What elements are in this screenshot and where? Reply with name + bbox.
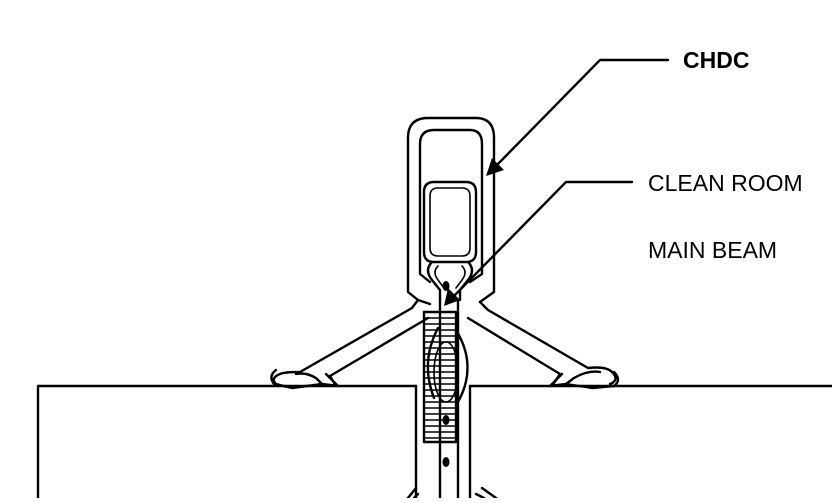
- seal-bulge-right: [454, 328, 469, 404]
- chdc-clip: [406, 116, 496, 304]
- leader-line-clean-room: [450, 180, 634, 300]
- leader-clean-room: [444, 180, 634, 306]
- right-leg-outline: [466, 300, 617, 388]
- left-leg-foot: [270, 368, 324, 390]
- chdc-left-leg: [270, 298, 432, 390]
- arrowhead-chdc: [486, 158, 504, 176]
- chdc-right-leg: [466, 300, 620, 390]
- beam-rivet: [442, 281, 450, 291]
- gasket-body: [422, 310, 458, 444]
- lower-arm-left: [406, 486, 418, 500]
- beam-bulb: [426, 260, 474, 302]
- chdc-inner-loop: [418, 128, 484, 284]
- lower-arm-right-inner: [474, 492, 486, 500]
- ceiling-panels: [36, 384, 832, 500]
- right-leg-foot: [564, 370, 620, 390]
- arrowhead-clean-room: [444, 288, 460, 306]
- lower-arm-left-inner: [412, 492, 420, 500]
- gasket-section: [422, 310, 469, 444]
- right-leg-tab: [548, 372, 568, 388]
- chdc-outer-loop: [406, 116, 496, 304]
- beam-bulb-inner: [434, 265, 466, 289]
- leader-line-chdc: [494, 58, 670, 168]
- chdc-hanger-block: [422, 180, 478, 264]
- leader-chdc: [486, 58, 670, 176]
- ceiling-panel-left: [36, 384, 418, 500]
- beam-rivet: [442, 457, 450, 467]
- lower-clip-arms: [406, 486, 498, 500]
- seal-oval: [433, 341, 459, 403]
- lower-arm-right: [480, 486, 498, 500]
- label-clean-room-line1: CLEAN ROOM: [648, 170, 803, 196]
- seal-bulge-left: [426, 326, 440, 400]
- chdc-hanger-inner: [429, 187, 471, 257]
- left-leg-tab: [320, 372, 340, 388]
- label-chdc: CHDC: [683, 47, 749, 73]
- label-clean-room-line2: MAIN BEAM: [648, 237, 777, 263]
